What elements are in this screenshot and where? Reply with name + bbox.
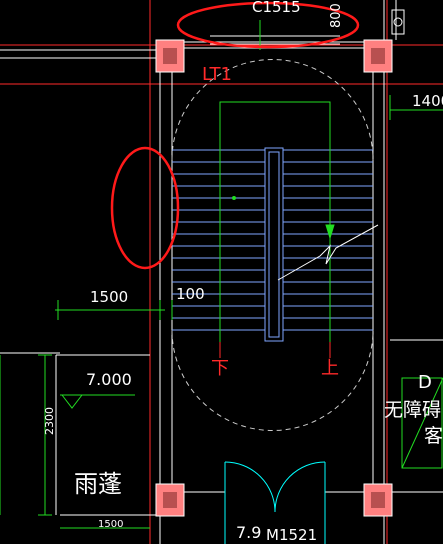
stair-well-outer — [264, 147, 284, 342]
break-line — [277, 224, 379, 281]
walking-arrow — [325, 224, 335, 240]
stair-well — [264, 147, 284, 342]
landing-arc-top — [171, 59, 374, 161]
label-accessible: 无障碍 — [384, 399, 441, 421]
accessible-fixture — [391, 9, 443, 469]
walking-line — [219, 101, 335, 342]
elevation-marker — [61, 394, 83, 409]
door-swing-left — [224, 461, 276, 513]
label-down: 下 — [211, 358, 229, 379]
landing-arc-bottom — [171, 329, 374, 431]
stair-well-inner — [268, 151, 280, 338]
label-bottom-dim: 1500 — [98, 519, 123, 530]
label-door-elev: 7.9 — [236, 523, 261, 542]
label-window-dim: 800 — [329, 3, 344, 28]
labels: C1515 800 LT1 1400 1500 100 下 上 7.000 23… — [43, 0, 443, 544]
label-stair-id: LT1 — [202, 64, 232, 85]
label-accessible-2: 客 — [424, 425, 443, 447]
label-up: 上 — [321, 358, 339, 379]
door-swing-right — [274, 461, 326, 513]
label-elevation: 7.000 — [86, 370, 132, 389]
annotation-circle-left — [110, 146, 180, 270]
label-marker: D — [418, 372, 432, 393]
label-canopy: 雨蓬 — [74, 470, 122, 498]
annotation-circles — [110, 1, 360, 270]
columns — [155, 39, 393, 517]
label-left-dim: 1500 — [90, 288, 128, 306]
dimension-lines — [0, 95, 443, 529]
label-door-code: M1521 — [266, 526, 317, 544]
label-small-dim: 100 — [176, 285, 205, 303]
annotation-circle-top — [176, 1, 360, 49]
stair-treads — [172, 149, 373, 331]
landing-outline — [171, 59, 374, 431]
label-right-dim: 1400 — [412, 92, 443, 110]
label-window-code: C1515 — [252, 0, 301, 16]
direction-lines — [219, 342, 331, 358]
break-line-path — [277, 224, 379, 281]
walking-line-path — [219, 101, 331, 342]
label-height-dim: 2300 — [43, 407, 56, 435]
door-m1521 — [224, 461, 326, 544]
